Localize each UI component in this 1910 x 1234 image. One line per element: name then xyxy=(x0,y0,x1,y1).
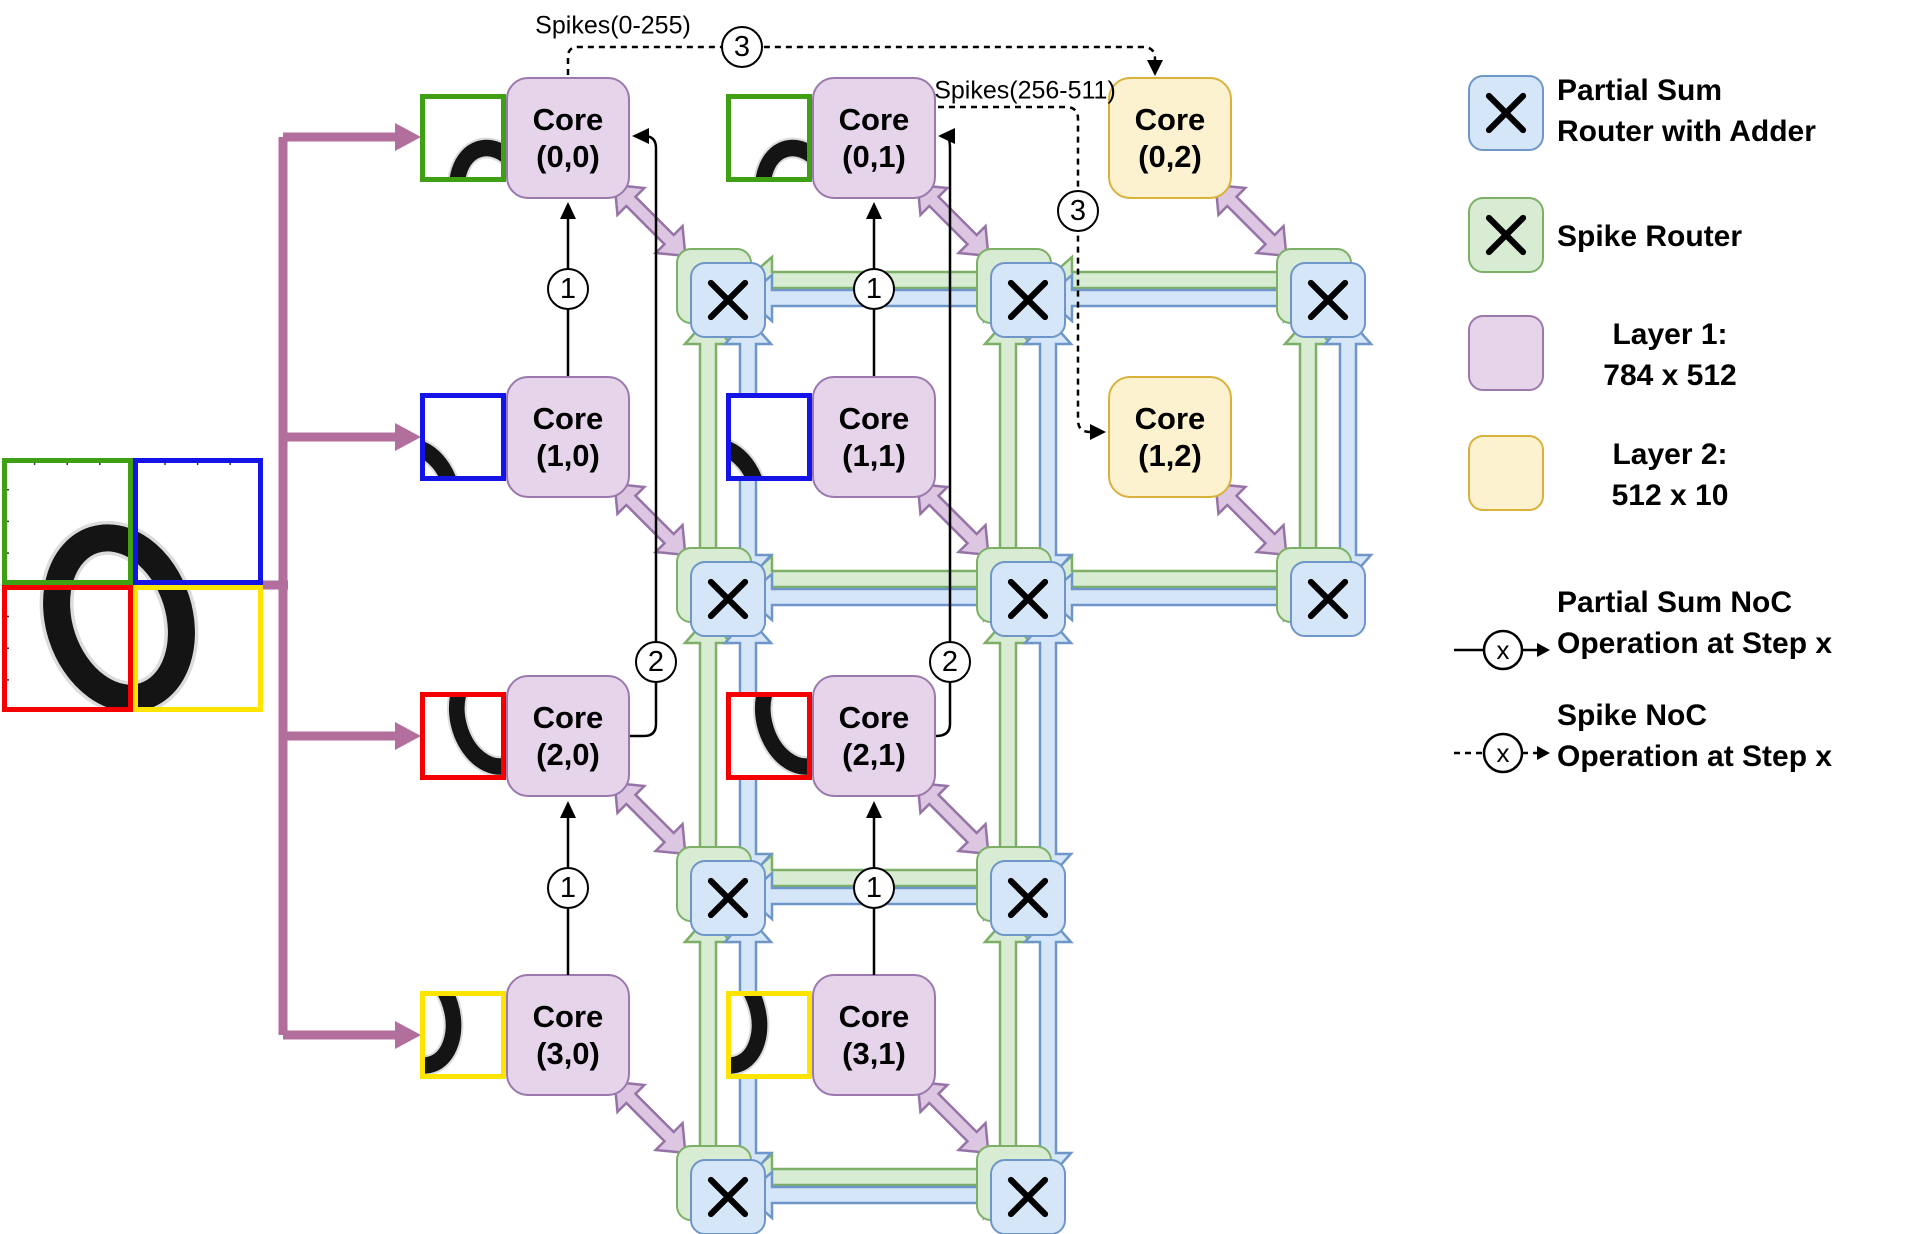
step1-arrowhead xyxy=(866,202,882,219)
input-branch-arrowhead xyxy=(395,1021,421,1049)
input-branch-arrowhead xyxy=(395,423,421,451)
input-branch xyxy=(283,432,397,442)
step2-arrowhead xyxy=(632,128,649,144)
input-branch xyxy=(283,1030,397,1040)
step2-path xyxy=(630,134,658,738)
step3-spike-path-a xyxy=(566,45,1157,75)
step1-arrowhead xyxy=(560,801,576,818)
step1-arrowhead xyxy=(866,801,882,818)
step1-arrowhead xyxy=(560,202,576,219)
step3-spike-path-b xyxy=(938,105,1094,434)
step2-arrowhead xyxy=(938,128,955,144)
step2-path xyxy=(935,134,952,738)
input-branch-arrowhead xyxy=(395,123,421,151)
step3-arrowhead xyxy=(1147,60,1163,76)
step3-arrowhead xyxy=(1090,424,1106,440)
input-connector xyxy=(261,580,288,590)
input-branch xyxy=(283,132,397,142)
input-branch-arrowhead xyxy=(395,722,421,750)
input-branch xyxy=(283,731,397,741)
